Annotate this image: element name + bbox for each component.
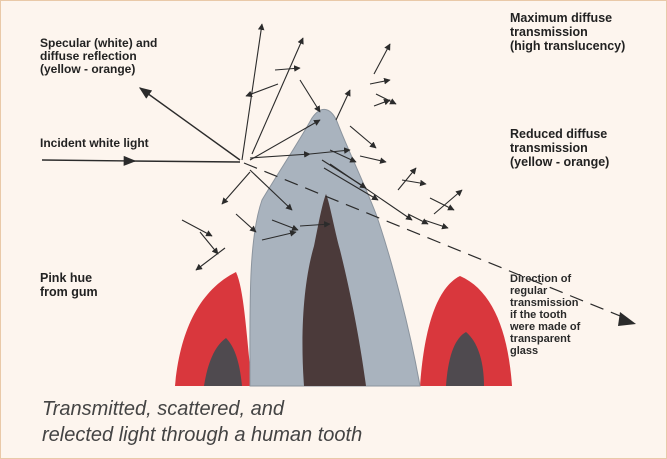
label-incident-light: Incident white light — [40, 137, 149, 150]
label-line: Reduced diffuse — [510, 127, 609, 141]
label-line: Direction of — [510, 273, 580, 285]
label-line: (yellow - orange) — [40, 63, 157, 76]
label-line: glass — [510, 345, 580, 357]
label-line: transmission — [510, 297, 580, 309]
label-line: (yellow - orange) — [510, 155, 609, 169]
label-line: from gum — [40, 285, 98, 299]
specular-reflection-arrow — [140, 88, 240, 160]
label-maximum-diffuse: Maximum diffuse transmission (high trans… — [510, 11, 625, 53]
label-line: transparent — [510, 333, 580, 345]
gum-right — [420, 276, 512, 386]
label-line: transmission — [510, 25, 625, 39]
gum-left — [175, 272, 252, 386]
incident-light-line — [130, 161, 240, 162]
label-line: (high translucency) — [510, 39, 625, 53]
label-line: were made of — [510, 321, 580, 333]
incident-light-arrow — [42, 160, 135, 161]
label-pink-hue: Pink hue from gum — [40, 271, 98, 299]
caption-line: Transmitted, scattered, and — [42, 396, 362, 422]
label-line: regular — [510, 285, 580, 297]
label-line: transmission — [510, 141, 609, 155]
label-regular-transmission: Direction of regular transmission if the… — [510, 273, 580, 357]
label-line: Pink hue — [40, 271, 98, 285]
caption-line: relected light through a human tooth — [42, 422, 362, 448]
label-line: Maximum diffuse — [510, 11, 625, 25]
diagram-caption: Transmitted, scattered, and relected lig… — [42, 396, 362, 448]
label-line: if the tooth — [510, 309, 580, 321]
label-reduced-diffuse: Reduced diffuse transmission (yellow - o… — [510, 127, 609, 169]
label-specular-reflection: Specular (white) and diffuse reflection … — [40, 37, 157, 76]
regular-transmission-arrowhead — [618, 312, 636, 326]
